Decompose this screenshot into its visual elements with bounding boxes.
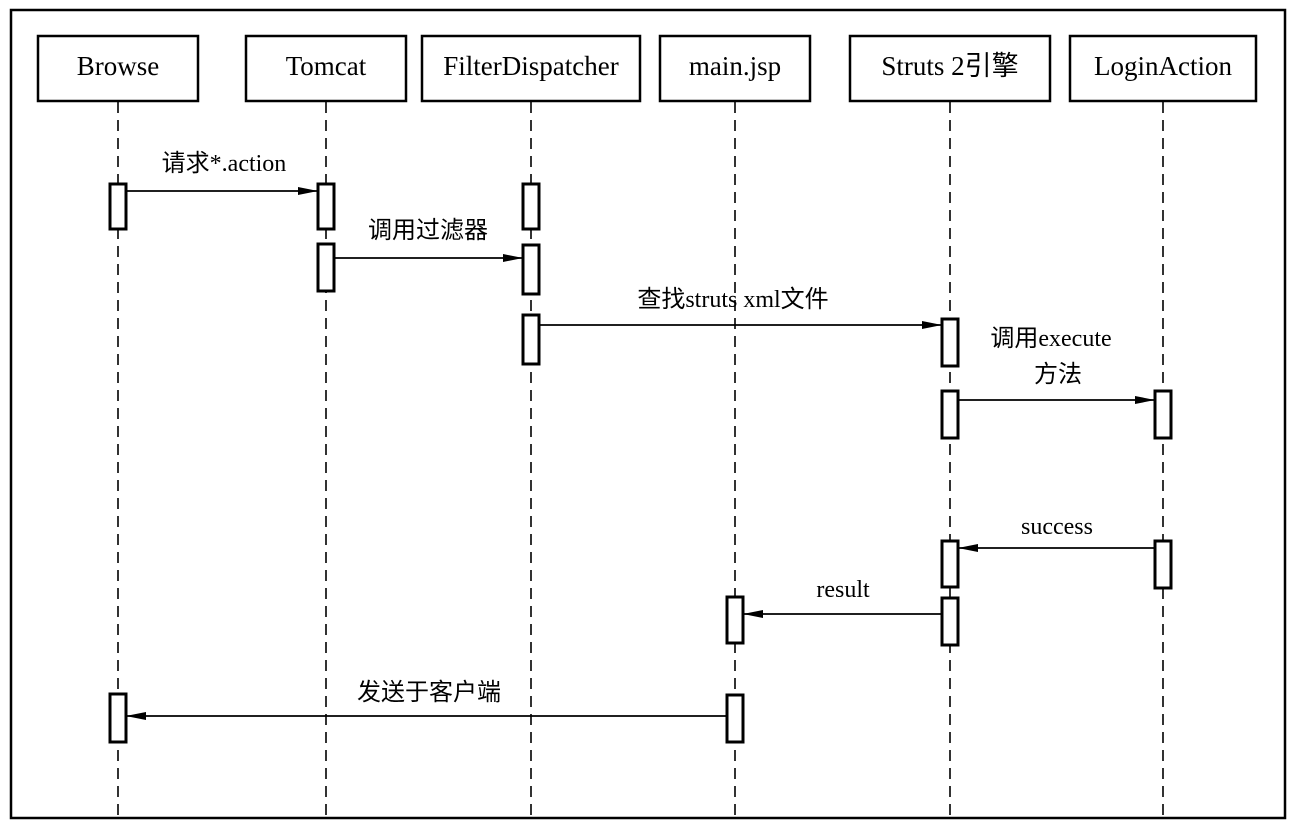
participant-box [420,34,642,103]
activation-tomcat-1 [316,182,336,231]
message-request-action: 请求*.action [126,150,318,195]
message-label: result [816,577,870,603]
message-label: 发送于客户端 [357,679,501,706]
message-invoke-execute: 调用execute 方法 [958,325,1155,404]
diagram-frame [9,8,1287,820]
message-find-struts-xml: 查找struts xml文件 [539,286,942,329]
participant-box [848,34,1052,103]
message-send-to-client: 发送于客户端 [126,679,727,720]
activation-struts-4 [940,596,960,647]
message-result: result [743,577,942,618]
activation-tomcat-2 [316,242,336,293]
activation-mainjsp-2 [725,693,745,744]
participant-label: main.jsp [689,51,781,81]
message-label: 调用过滤器 [368,217,488,244]
activation-filterdispatcher-3 [521,313,541,366]
participant-tomcat: Tomcat [244,34,408,103]
participant-box [658,34,812,103]
message-success: success [958,514,1155,552]
activation-struts-3 [940,539,960,589]
participant-label: Struts 2引擎 [881,51,1018,81]
activations [108,182,1173,744]
participant-label: FilterDispatcher [443,51,618,81]
activation-browse-1 [108,182,128,231]
message-label: 查找struts xml文件 [637,286,828,313]
participant-box [244,34,408,103]
participant-browse: Browse [36,34,200,103]
message-label-line2: 方法 [1034,361,1082,388]
participant-loginaction: LoginAction [1068,34,1258,103]
participant-label: Tomcat [286,51,367,81]
activation-mainjsp-1 [725,595,745,645]
participant-struts-engine: Struts 2引擎 [848,34,1052,103]
message-label: 请求*.action [162,150,287,177]
participant-label: LoginAction [1094,51,1232,81]
message-invoke-filter: 调用过滤器 [334,217,523,262]
activation-filterdispatcher-2 [521,243,541,296]
participant-mainjsp: main.jsp [658,34,812,103]
activation-struts-1 [940,317,960,368]
activation-struts-2 [940,389,960,440]
message-label-line1: 调用execute [990,325,1111,352]
activation-browse-2 [108,692,128,744]
participant-filterdispatcher: FilterDispatcher [420,34,642,103]
participant-label: Browse [77,51,160,81]
participant-box [36,34,200,103]
lifelines [117,102,1164,818]
participant-box [1068,34,1258,103]
activation-loginaction-1 [1153,389,1173,440]
activation-filterdispatcher-1 [521,182,541,231]
message-label: success [1021,514,1093,540]
activation-loginaction-2 [1153,539,1173,590]
